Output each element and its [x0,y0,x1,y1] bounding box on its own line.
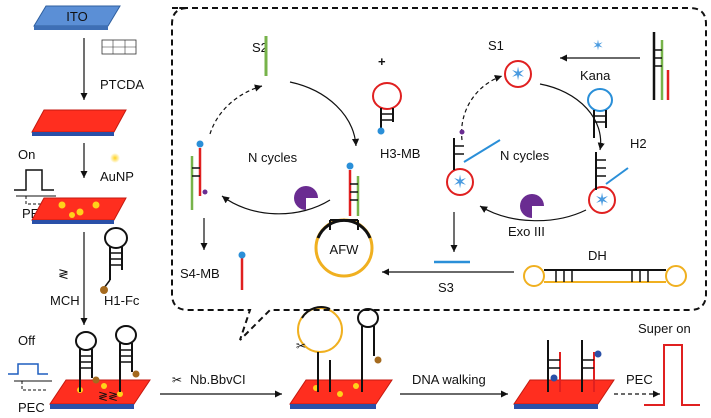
h2-complex-right: ✶ [588,152,629,214]
aunp-icon [110,153,120,163]
afw-label: AFW [330,242,360,257]
ptcda-label: PTCDA [100,77,144,92]
enzyme-icon-left [294,186,318,210]
h2-hairpin [587,88,613,138]
exo-iii-label: Exo III [508,224,545,239]
s2-s4-complex [190,140,208,210]
svg-text:✶: ✶ [452,172,467,193]
mch-symbol: ≷ [58,266,69,281]
h3-mb-hairpin [372,82,402,135]
right-cycle-arrow-bottom [479,205,587,222]
ptcda-molecule-icon [101,39,137,55]
ptcda-electrode [31,109,127,136]
left-cycle-arrow-top [289,81,360,147]
left-n-cycles-label: N cycles [248,150,298,165]
walker-electrode: ✂ [289,306,393,409]
h1-fc-hairpin-icon [100,227,128,294]
mch-label: MCH [50,293,80,308]
h3-s2-complex [346,162,360,216]
h3-mb-label: H3-MB [380,146,420,161]
left-cycle-arrow-dashed [209,84,263,135]
right-cycle-arrow-top [539,83,605,151]
dh-label: DH [588,248,607,263]
s3-label: S3 [438,280,454,295]
off-signal-trace [8,363,48,375]
svg-text:✂: ✂ [296,339,306,353]
s2-label: S2 [252,40,268,55]
aunp-electrode [31,197,127,224]
pec-label-3: PEC [626,372,653,387]
aptamer-duplex [652,32,670,100]
aunp-label: AuNP [100,169,134,184]
modified-electrode-off: ≷≷ [49,325,151,409]
svg-text:≷≷: ≷≷ [98,389,118,403]
super-on-label: Super on [638,321,691,336]
enzyme-icon-right [520,194,544,218]
right-cycle-arrow-dashed [460,74,503,141]
svg-text:✶: ✶ [594,190,609,211]
inset-frame [171,7,707,341]
kana-star-icon: ✶ [592,38,604,54]
s1-target-complex: ✶ [504,60,532,88]
walking-label: DNA walking [412,372,486,387]
enzyme-label: Nb.BbvCI [190,372,246,387]
s4-mb-label: S4-MB [180,266,220,281]
pec-label-2: PEC [18,400,45,415]
on-label: On [18,147,35,162]
ito-label: ITO [66,9,87,24]
s1-label: S1 [488,38,504,53]
ito-electrode: ITO [33,5,121,30]
scissors-icon: ✂ [172,373,182,387]
h1-fc-label: H1-Fc [104,293,140,308]
h2-complex-left: ✶ [446,129,501,196]
kana-label: Kana [580,68,611,83]
dh-duplex: DH [523,248,687,287]
afw-walker: AFW [314,218,374,278]
h2-label: H2 [630,136,647,151]
final-electrode [513,340,615,409]
right-n-cycles-label: N cycles [500,148,550,163]
on-signal-trace [14,169,54,191]
off-label: Off [18,333,35,348]
super-on-signal-trace [644,344,700,406]
plus-sign: + [378,54,386,69]
left-cycle-arrow-bottom [221,195,331,215]
svg-text:✶: ✶ [510,64,525,85]
